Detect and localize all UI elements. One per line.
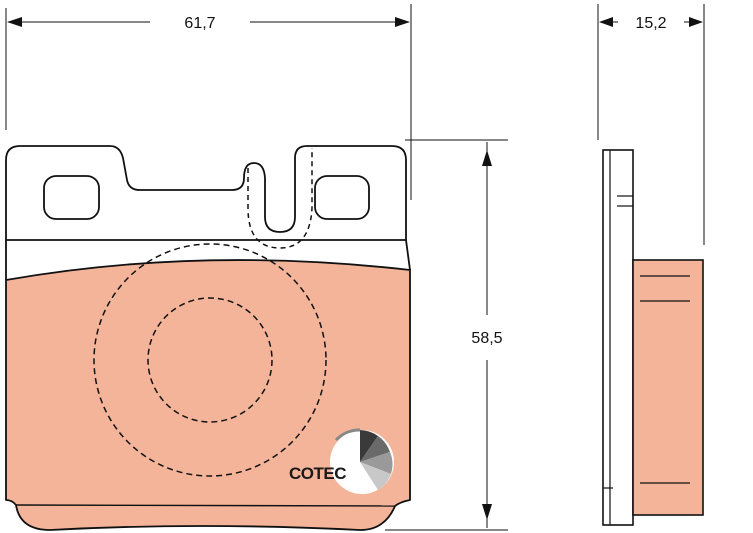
thickness-value: 15,2 xyxy=(635,15,666,32)
width-value: 61,7 xyxy=(184,15,215,32)
brake-pad-front-view: COTEC xyxy=(5,145,411,531)
brake-pad-side-view xyxy=(602,149,704,526)
height-dimension: 58,5 xyxy=(385,139,508,531)
height-arrow-bottom xyxy=(482,504,492,520)
cotec-logo: COTEC xyxy=(289,428,394,494)
cotec-logo-text: COTEC xyxy=(289,464,346,483)
thickness-arrow-right xyxy=(689,17,703,27)
height-value: 58,5 xyxy=(471,330,502,347)
mounting-hole-left xyxy=(43,175,100,220)
height-arrow-top xyxy=(482,150,492,166)
mounting-hole-right xyxy=(314,175,370,220)
side-friction-material xyxy=(632,259,704,516)
thickness-dimension: 15,2 xyxy=(597,4,705,245)
cotec-logo-sector-4 xyxy=(360,462,391,490)
cotec-logo-sector-2 xyxy=(360,436,390,462)
cotec-logo-sector-1 xyxy=(360,430,378,462)
friction-chamfer-line xyxy=(15,504,396,507)
cotec-logo-sector-3 xyxy=(360,452,393,474)
width-arrow-left xyxy=(7,17,22,27)
notch-hidden-line xyxy=(247,148,313,249)
side-backing-plate xyxy=(602,149,634,526)
cotec-logo-arc xyxy=(334,428,361,442)
piston-circle-outer xyxy=(93,243,327,477)
width-dimension: 61,7 xyxy=(5,4,412,200)
plate-side-edge-right xyxy=(405,239,411,271)
friction-material xyxy=(5,259,411,531)
width-arrow-right xyxy=(395,17,410,27)
piston-circle-inner xyxy=(147,297,273,423)
thickness-arrow-left xyxy=(599,17,613,27)
backing-plate xyxy=(5,145,407,241)
